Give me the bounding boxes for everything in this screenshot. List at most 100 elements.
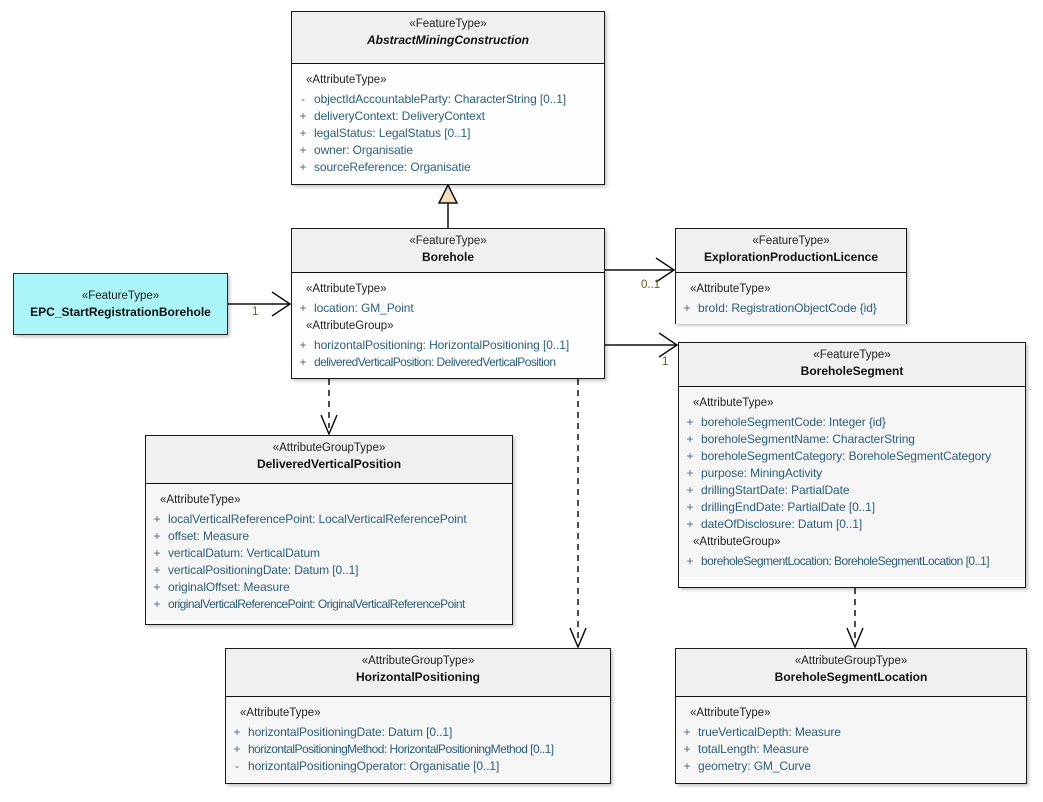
visibility-marker: + — [683, 742, 691, 756]
attribute-row: + boreholeSegmentName: CharacterString — [679, 431, 1025, 448]
visibility-marker: + — [686, 415, 694, 429]
attribute-row: + horizontalPositioningDate: Datum [0..1… — [226, 724, 610, 741]
visibility-marker: + — [153, 546, 161, 560]
visibility-marker: - — [235, 759, 239, 773]
visibility-marker: + — [153, 529, 161, 543]
class-body-explorationproductionlicence: «AttributeType» + broId: RegistrationObj… — [676, 273, 906, 324]
compartment-stereotype: «AttributeType» — [690, 283, 771, 295]
compartment-stereotype: «AttributeType» — [306, 283, 387, 295]
class-box-boreholesegment[interactable]: «FeatureType» BoreholeSegment «Attribute… — [678, 342, 1026, 588]
connector-association-epc-to-borehole — [228, 291, 292, 317]
attribute-text: objectIdAccountableParty: CharacterStrin… — [314, 92, 567, 106]
attribute-row: + dateOfDisclosure: Datum [0..1] — [679, 516, 1025, 533]
compartment-stereotype: «AttributeType» — [690, 707, 771, 719]
class-body-boreholesegmentlocation: «AttributeType» + trueVerticalDepth: Mea… — [676, 697, 1026, 782]
attribute-row: + horizontalPositioning: HorizontalPosit… — [292, 337, 604, 354]
compartment-stereotype: «AttributeType» — [693, 397, 774, 409]
attribute-text: originalVerticalReferencePoint: Original… — [168, 597, 465, 611]
connector-association-borehole-to-explorationproductionlicence — [605, 257, 676, 283]
attribute-text: localVerticalReferencePoint: LocalVertic… — [168, 512, 467, 526]
attribute-row: + drillingEndDate: PartialDate [0..1] — [679, 499, 1025, 516]
class-box-deliveredverticalposition[interactable]: «AttributeGroupType» DeliveredVerticalPo… — [145, 435, 513, 625]
visibility-marker: + — [686, 500, 694, 514]
class-header-boreholesegment: «FeatureType» BoreholeSegment — [679, 343, 1025, 387]
visibility-marker: + — [686, 483, 694, 497]
attribute-text: horizontalPositioningDate: Datum [0..1] — [248, 725, 453, 739]
attribute-row: + drillingStartDate: PartialDate — [679, 482, 1025, 499]
attribute-row: + boreholeSegmentCode: Integer {id} — [679, 414, 1025, 431]
class-body-boreholesegment: «AttributeType» + boreholeSegmentCode: I… — [679, 387, 1025, 577]
visibility-marker: + — [683, 759, 691, 773]
attribute-text: trueVerticalDepth: Measure — [698, 725, 841, 739]
multiplicity-epc-to-borehole: 1 — [252, 306, 259, 318]
visibility-marker: + — [299, 301, 307, 315]
class-box-boreholesegmentlocation[interactable]: «AttributeGroupType» BoreholeSegmentLoca… — [675, 648, 1027, 784]
visibility-marker: + — [299, 338, 307, 352]
attribute-row: + horizontalPositioningMethod: Horizonta… — [226, 741, 610, 758]
visibility-marker: + — [686, 466, 694, 480]
class-box-explorationproductionlicence[interactable]: «FeatureType» ExplorationProductionLicen… — [675, 228, 907, 324]
attribute-text: boreholeSegmentCode: Integer {id} — [701, 415, 886, 429]
class-name: Borehole — [421, 250, 474, 264]
class-name: AbstractMiningConstruction — [367, 33, 529, 47]
class-header-horizontalpositioning: «AttributeGroupType» HorizontalPositioni… — [226, 649, 610, 697]
connector-dependency-boreholesegment-to-boreholesegmentlocation — [846, 588, 864, 649]
attribute-row: + verticalPositioningDate: Datum [0..1] — [146, 562, 512, 579]
connector-generalization-borehole-to-abstractminingconstruction — [437, 183, 459, 228]
attribute-row: - horizontalPositioningOperator: Organis… — [226, 758, 610, 775]
attribute-text: broId: RegistrationObjectCode {id} — [698, 301, 877, 315]
attribute-row: + geometry: GM_Curve — [676, 758, 1026, 775]
visibility-marker: + — [233, 742, 241, 756]
attribute-row: + trueVerticalDepth: Measure — [676, 724, 1026, 741]
attribute-text: originalOffset: Measure — [168, 580, 290, 594]
attribute-row: + purpose: MiningActivity — [679, 465, 1025, 482]
attribute-text: totalLength: Measure — [698, 742, 809, 756]
attribute-row: + deliveredVerticalPosition: DeliveredVe… — [292, 354, 604, 371]
class-box-borehole[interactable]: «FeatureType» Borehole «AttributeType» +… — [291, 228, 605, 379]
connector-association-borehole-to-boreholesegment — [605, 332, 679, 358]
attribute-text: geometry: GM_Curve — [698, 759, 811, 773]
compartment-stereotype: «AttributeGroup» — [306, 320, 394, 332]
class-stereotype: «FeatureType» — [409, 235, 487, 247]
attribute-text: horizontalPositioningMethod: HorizontalP… — [248, 742, 554, 756]
attribute-row: + verticalDatum: VerticalDatum — [146, 545, 512, 562]
attribute-row: + originalVerticalReferencePoint: Origin… — [146, 596, 512, 613]
visibility-marker: + — [683, 301, 691, 315]
visibility-marker: + — [686, 432, 694, 446]
class-name: ExplorationProductionLicence — [703, 250, 879, 264]
attribute-text: horizontalPositioningOperator: Organisat… — [248, 759, 500, 773]
class-header-explorationproductionlicence: «FeatureType» ExplorationProductionLicen… — [676, 229, 906, 273]
multiplicity-borehole-to-segment: 1 — [662, 356, 669, 368]
attribute-text: purpose: MiningActivity — [701, 466, 823, 480]
class-name: HorizontalPositioning — [356, 670, 480, 684]
attribute-text: deliveryContext: DeliveryContext — [314, 109, 485, 123]
class-header-abstractminingconstruction: «FeatureType» AbstractMiningConstruction — [292, 12, 604, 64]
visibility-marker: + — [153, 597, 161, 611]
class-box-epc-startregistrationborehole[interactable]: «FeatureType» EPC_StartRegistrationBoreh… — [13, 273, 228, 335]
class-box-horizontalpositioning[interactable]: «AttributeGroupType» HorizontalPositioni… — [225, 648, 611, 784]
visibility-marker: - — [301, 92, 305, 106]
attribute-row: + boreholeSegmentCategory: BoreholeSegme… — [679, 448, 1025, 465]
class-body-deliveredverticalposition: «AttributeType» + localVerticalReference… — [146, 484, 512, 620]
class-name: DeliveredVerticalPosition — [256, 457, 402, 471]
visibility-marker: + — [153, 512, 161, 526]
visibility-marker: + — [686, 554, 694, 568]
connector-dependency-borehole-to-deliveredverticalposition — [320, 379, 338, 436]
class-stereotype: «FeatureType» — [409, 18, 487, 30]
class-body-abstractminingconstruction: «AttributeType» - objectIdAccountablePar… — [292, 64, 604, 183]
attribute-row: + owner: Organisatie — [292, 142, 604, 159]
visibility-marker: + — [233, 725, 241, 739]
attribute-text: location: GM_Point — [314, 301, 414, 315]
class-stereotype: «FeatureType» — [813, 349, 891, 361]
attribute-row: + offset: Measure — [146, 528, 512, 545]
attribute-text: verticalPositioningDate: Datum [0..1] — [168, 563, 359, 577]
attribute-text: deliveredVerticalPosition: DeliveredVert… — [314, 355, 556, 369]
connector-dependency-borehole-to-horizontalpositioning — [569, 379, 587, 649]
class-name: BoreholeSegmentLocation — [774, 670, 928, 684]
class-stereotype: «AttributeGroupType» — [272, 442, 386, 454]
attribute-text: legalStatus: LegalStatus [0..1] — [314, 126, 471, 140]
compartment-stereotype: «AttributeType» — [160, 494, 241, 506]
visibility-marker: + — [299, 143, 307, 157]
attribute-row: + localVerticalReferencePoint: LocalVert… — [146, 511, 512, 528]
class-box-abstractminingconstruction[interactable]: «FeatureType» AbstractMiningConstruction… — [291, 11, 605, 185]
